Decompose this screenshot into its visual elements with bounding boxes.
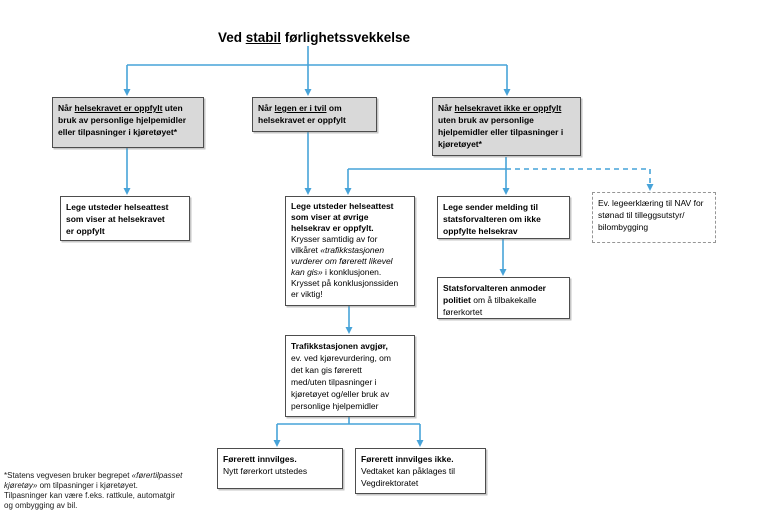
arrowhead-icon — [646, 184, 654, 191]
box-trafikkstasjonen-avgjor: Trafikkstasjonen avgjør, ev. ved kjørevu… — [285, 335, 415, 417]
title-underlined-word: stabil — [245, 30, 281, 45]
box-statsforvalteren-anmoder: Statsforvalteren anmoder politiet om å t… — [437, 277, 570, 319]
box-text: Vedtaket kan påklages til Vegdirektorate… — [361, 466, 456, 488]
condition-underlined-text: helsekravet ikke er oppfylt — [454, 103, 562, 113]
arrowhead-icon — [416, 440, 424, 447]
box-text: Lege utsteder helseattest som viser at ø… — [291, 201, 394, 233]
arrowhead-icon — [344, 188, 352, 195]
box-text: Førerett innvilges ikke. — [361, 454, 454, 464]
box-lege-sender-melding: Lege sender melding til statsforvalteren… — [437, 196, 570, 239]
condition-text: Når — [58, 103, 75, 113]
condition-text: uten bruk av personlige hjelpemidler ell… — [58, 103, 187, 137]
condition-text: uten bruk av personlige hjelpemidler ell… — [438, 115, 564, 149]
condition-text: Når — [438, 103, 455, 113]
condition-box-helsekrav-oppfylt: Når helsekravet er oppfylt uten bruk av … — [52, 97, 204, 148]
title-text: Ved — [217, 30, 246, 45]
box-text: Nytt førerkort utstedes — [223, 466, 308, 476]
condition-box-helsekrav-ikke-oppfylt: Når helsekravet ikke er oppfylt uten bru… — [432, 97, 581, 156]
box-text: om å tilbakekalle førerkortet — [443, 295, 537, 317]
arrowhead-icon — [499, 269, 507, 276]
box-nav-legeerklaering: Ev. legeerklæring til NAV for stønad til… — [592, 192, 716, 243]
box-text: Lege utsteder helseattest som viser at h… — [66, 202, 169, 236]
arrowhead-icon — [304, 188, 312, 195]
arrowhead-icon — [123, 188, 131, 195]
box-text: Statsforvalteren anmoder politiet — [443, 283, 546, 305]
arrowhead-icon — [503, 89, 511, 96]
connector-trafikkstasjon-split — [276, 416, 421, 440]
box-text: Trafikkstasjonen avgjør, — [291, 341, 388, 351]
page-title: Ved stabil førlighetssvekkelse — [0, 30, 628, 45]
arrowhead-icon — [273, 440, 281, 447]
condition-text: om helsekravet er oppfylt — [258, 103, 346, 125]
box-italic-text: «trafikkstasjonen vurderer om førerett l… — [291, 245, 393, 277]
condition-text: Når — [258, 103, 275, 113]
box-text: Krysser samtidig av for vilkåret — [291, 234, 378, 255]
title-text: førlighetssvekkelse — [280, 30, 411, 45]
condition-underlined-text: helsekravet er oppfylt — [74, 103, 163, 113]
box-forerett-innvilges-ikke: Førerett innvilges ikke. Vedtaket kan på… — [355, 448, 486, 494]
box-text: Ev. legeerklæring til NAV for stønad til… — [598, 198, 704, 232]
box-text: ev. ved kjørevurdering, om det kan gis f… — [291, 353, 391, 411]
box-text: Førerett innvilges. — [223, 454, 297, 464]
condition-box-legen-i-tvil: Når legen er i tvil om helsekravet er op… — [252, 97, 377, 132]
footnote-italic-text: «førertilpasset kjøretøy» — [4, 471, 183, 490]
arrowhead-icon — [123, 89, 131, 96]
box-lege-utsteder-helseattest: Lege utsteder helseattest som viser at h… — [60, 196, 190, 241]
box-text: Lege sender melding til statsforvalteren… — [443, 202, 541, 236]
footnote-text: om tilpasninger i kjøretøyet. Tilpasning… — [4, 481, 175, 510]
arrowhead-icon — [345, 327, 353, 334]
condition-underlined-text: legen er i tvil — [274, 103, 327, 113]
footnote-text: *Statens vegvesen bruker begrepet — [4, 471, 132, 480]
box-text: i konklusjonen. Krysset på konklusjonssi… — [291, 267, 399, 299]
connector-dashed-to-nav — [506, 168, 651, 185]
footnote: *Statens vegvesen bruker begrepet «fører… — [4, 471, 209, 511]
arrowhead-icon — [502, 188, 510, 195]
box-lege-utsteder-helseattest-ovrige: Lege utsteder helseattest som viser at ø… — [285, 196, 415, 306]
arrowhead-icon — [304, 89, 312, 96]
box-forerett-innvilges: Førerett innvilges. Nytt førerkort utste… — [217, 448, 343, 489]
